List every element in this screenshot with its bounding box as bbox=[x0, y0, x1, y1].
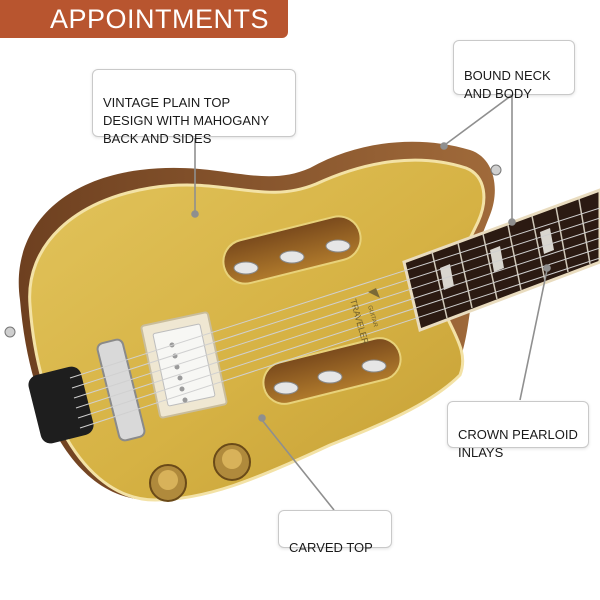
section-title: APPOINTMENTS bbox=[50, 4, 270, 34]
guitar-body-top bbox=[28, 158, 486, 502]
volume-knob bbox=[149, 464, 187, 502]
callout-crown-inlays: CROWN PEARLOID INLAYS bbox=[447, 401, 589, 460]
callout-crown-inlays-text: CROWN PEARLOID INLAYS bbox=[458, 427, 578, 460]
strap-pin-left bbox=[4, 326, 16, 338]
tune-o-matic-bridge bbox=[96, 338, 146, 442]
callout-plain-top-text: VINTAGE PLAIN TOP DESIGN WITH MAHOGANY B… bbox=[103, 95, 270, 146]
pickup-poles bbox=[169, 342, 188, 403]
section-banner: APPOINTMENTS bbox=[0, 0, 288, 38]
lower-tuner-keys bbox=[273, 359, 387, 395]
callout-bound-neck: BOUND NECK AND BODY bbox=[453, 40, 575, 101]
fret-lines bbox=[431, 198, 591, 319]
callout-carved-top-text: CARVED TOP bbox=[289, 540, 373, 555]
upper-tuner-keys bbox=[233, 239, 351, 275]
guitar-strings bbox=[69, 207, 600, 429]
callout-carved-top: CARVED TOP bbox=[278, 510, 392, 555]
callout-plain-top: VINTAGE PLAIN TOP DESIGN WITH MAHOGANY B… bbox=[92, 69, 296, 146]
strap-pin-right bbox=[490, 164, 502, 176]
callout-lines bbox=[191, 94, 551, 511]
callout-bound-neck-text: BOUND NECK AND BODY bbox=[464, 68, 551, 101]
tone-knob bbox=[213, 443, 251, 481]
